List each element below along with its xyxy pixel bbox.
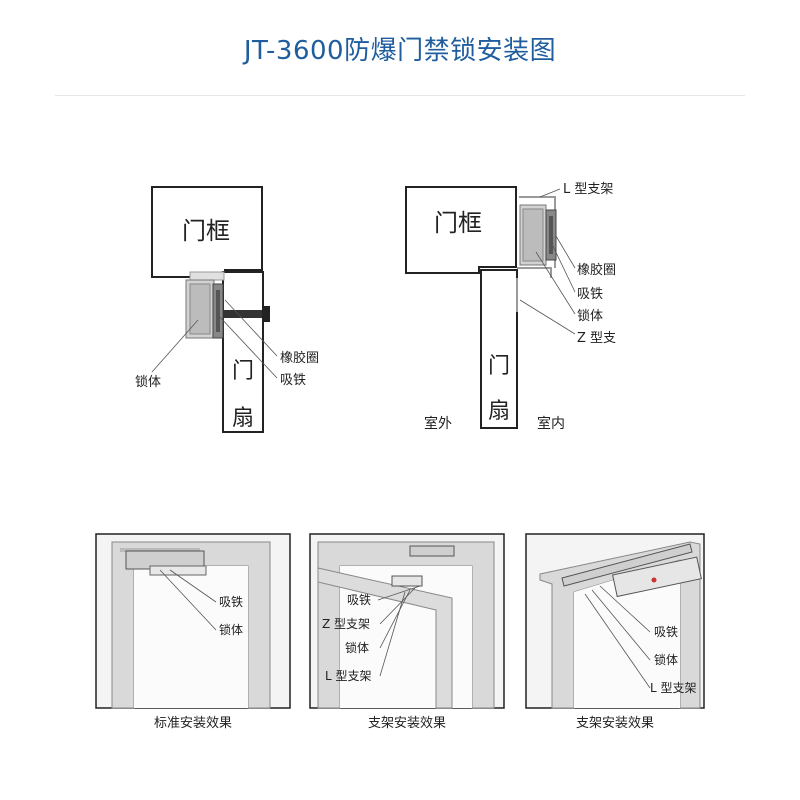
left-bolt (223, 310, 268, 318)
photo-standard-install: 吸铁 锁体 (95, 533, 291, 709)
right-callout-rubber: 橡胶圈 (577, 262, 616, 278)
right-door-leaf (480, 269, 518, 429)
right-frame-label: 门框 (434, 209, 482, 237)
photo3-lock-body (612, 556, 702, 598)
photo1-label-armature: 吸铁 (219, 595, 243, 609)
right-leaf-char1: 门 (488, 354, 510, 379)
right-leaf-char2: 扇 (488, 399, 510, 424)
photo-bracket-install-1: 吸铁 Z 型支架 锁体 L 型支架 (309, 533, 505, 709)
left-callout-armature: 吸铁 (280, 373, 306, 388)
right-diagram: 门框 门 扇 L 型支架 橡胶圈 吸铁 锁体 Z 型支 室外 室内 (405, 182, 616, 432)
right-callout-z-bracket: Z 型支 (577, 331, 616, 346)
right-z-bracket (517, 267, 552, 278)
photo1-caption: 标准安装效果 (153, 716, 232, 731)
photo-bracket-install-2: 吸铁 锁体 L 型支架 (525, 533, 705, 709)
photo1-label-lock: 锁体 (219, 622, 243, 637)
page-title: JT-3600防爆门禁锁安装图 (243, 36, 557, 66)
left-leaf-char1: 门 (232, 359, 254, 384)
photo3-label-l-bracket: L 型支架 (650, 681, 697, 695)
photo2-label-armature: 吸铁 (347, 593, 371, 607)
photo2-label-z-bracket: Z 型支架 (322, 617, 370, 631)
right-callout-armature: 吸铁 (577, 287, 603, 302)
right-callout-lock: 锁体 (577, 308, 603, 324)
photo2-label-l-bracket: L 型支架 (325, 669, 372, 683)
photo3-label-armature: 吸铁 (654, 625, 678, 639)
left-frame-label: 门框 (182, 217, 230, 245)
left-callout-rubber: 橡胶圈 (280, 350, 319, 366)
right-door-frame (405, 186, 517, 274)
left-door-leaf (222, 271, 264, 433)
left-diagram: 门框 门 扇 锁体 橡胶圈 吸铁 (135, 186, 319, 433)
photo2-bracket (391, 575, 423, 587)
photo3-caption: 支架安装效果 (575, 716, 654, 731)
photo2-caption: 支架安装效果 (367, 716, 446, 731)
right-indoor-label: 室内 (537, 415, 565, 432)
right-callout-l-bracket: L 型支架 (563, 182, 613, 197)
left-leaf-char2: 扇 (232, 406, 254, 431)
right-outdoor-label: 室外 (424, 415, 452, 432)
header-divider (55, 95, 745, 96)
left-mount-plate (189, 271, 225, 281)
photo3-label-lock: 锁体 (654, 652, 678, 667)
left-door-frame (151, 186, 263, 278)
left-callout-lock: 锁体 (135, 374, 161, 390)
photo2-label-lock: 锁体 (345, 640, 369, 655)
